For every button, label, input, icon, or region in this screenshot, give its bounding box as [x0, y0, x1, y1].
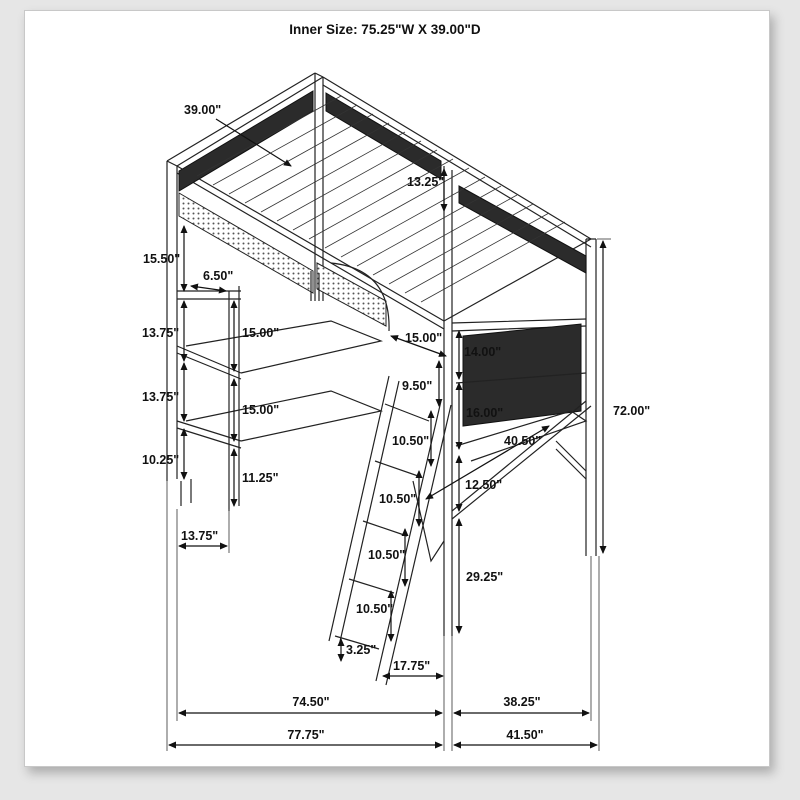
dim-41-50: 41.50" — [506, 728, 543, 742]
dimension-lines — [166, 118, 611, 751]
dim-15-00-a: 15.00" — [242, 326, 279, 340]
dim-13-75-b: 13.75" — [142, 390, 179, 404]
dim-10-50-c: 10.50" — [368, 548, 405, 562]
dim-13-75-c: 13.75" — [181, 529, 218, 543]
dim-13-25: 13.25" — [407, 175, 444, 189]
dim-15-00-b: 15.00" — [242, 403, 279, 417]
dim-29-25: 29.25" — [466, 570, 503, 584]
dim-72-00: 72.00" — [613, 404, 650, 418]
dim-17-75: 17.75" — [393, 659, 430, 673]
dim-10-50-b: 10.50" — [379, 492, 416, 506]
dim-10-50-d: 10.50" — [356, 602, 393, 616]
dim-74-50: 74.50" — [292, 695, 329, 709]
dim-6-50: 6.50" — [203, 269, 233, 283]
loft-bed-drawing: Inner Size: 75.25"W X 39.00"D 39.00" 13.… — [142, 22, 650, 751]
dim-40-50: 40.50" — [504, 434, 541, 448]
dim-38-25: 38.25" — [503, 695, 540, 709]
bed-structure — [166, 72, 597, 686]
ladder — [328, 375, 452, 686]
dim-16-00: 16.00" — [466, 406, 503, 420]
dim-11-25: 11.25" — [242, 471, 279, 485]
dim-14-00: 14.00" — [464, 345, 501, 359]
dim-10-25: 10.25" — [142, 453, 179, 467]
dim-3-25: 3.25" — [346, 643, 376, 657]
dim-13-75-a: 13.75" — [142, 326, 179, 340]
diagram-frame: Inner Size: 75.25"W X 39.00"D 39.00" 13.… — [24, 10, 770, 767]
dim-77-75: 77.75" — [287, 728, 324, 742]
dim-39: 39.00" — [184, 103, 221, 117]
dim-9-50: 9.50" — [402, 379, 432, 393]
dim-15-50: 15.50" — [143, 252, 180, 266]
dim-12-50: 12.50" — [465, 478, 502, 492]
dim-15-00-c: 15.00" — [405, 331, 442, 345]
dim-10-50-a: 10.50" — [392, 434, 429, 448]
inner-size-title: Inner Size: 75.25"W X 39.00"D — [289, 22, 481, 37]
